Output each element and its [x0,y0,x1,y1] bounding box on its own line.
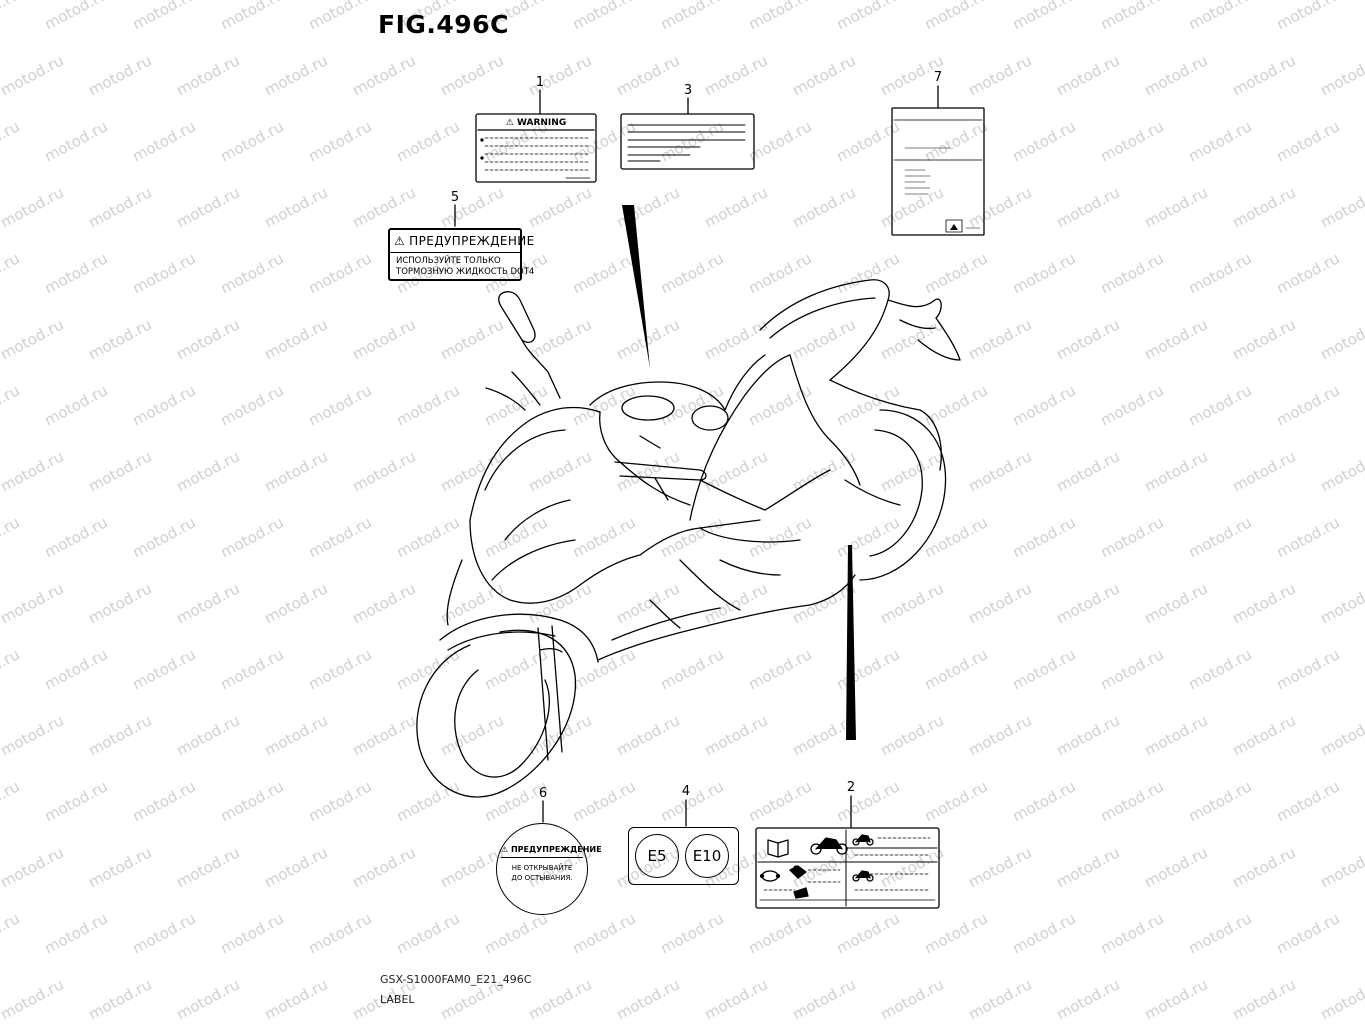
info-label-7 [891,107,985,236]
callout-7: 7 [933,70,943,85]
brake-fluid-label-line-2: ТОРМОЗНУЮ ЖИДКОСТЬ DOT4 [396,267,535,277]
info-label-3 [620,113,755,170]
manual-book-icon [767,839,789,858]
warning-label-header: ⚠ WARNING [505,118,567,128]
brake-fluid-label-header: ⚠ ПРЕДУПРЕЖДЕНИЕ [390,230,534,253]
radiator-cap-label-title: ПРЕДУПРЕЖДЕНИЕ [510,845,602,854]
fuel-e10-badge: E10 [685,834,729,878]
warning-label [475,113,597,183]
info-label-2 [755,827,940,909]
figure-code: GSX-S1000FAM0_E21_496C [380,973,532,986]
rear-wheel-inner [869,429,923,557]
figure-caption: LABEL [380,993,415,1006]
callout-6: 6 [538,786,548,801]
front-wheel [416,629,577,798]
front-wheel-inner [454,669,550,778]
leader-wedge-3 [622,205,650,368]
warning-triangle-icon: ⚠ [394,234,406,248]
radiator-cap-label: ⚠ ПРЕДУПРЕЖДЕНИЕ НЕ ОТКРЫВАЙТЕ ДО ОСТЫВА… [496,823,602,915]
fuel-grade-label: E5 E10 [628,827,739,885]
fuel-e5-badge: E5 [635,834,679,878]
motorcycle-icon [810,837,848,855]
leader-wedge-2 [846,545,856,740]
brake-fluid-label-line-1: ИСПОЛЬЗУЙТЕ ТОЛЬКО [396,256,501,266]
callout-2: 2 [846,780,856,795]
rear-wheel [859,409,947,581]
radiator-cap-label-line-1: НЕ ОТКРЫВАЙТЕ [511,864,573,872]
brake-fluid-label-title: ПРЕДУПРЕЖДЕНИЕ [409,234,535,248]
motorcycle-small-icon [852,834,874,846]
radiator-cap-label-header: ⚠ ПРЕДУПРЕЖДЕНИЕ [501,845,602,858]
callout-5: 5 [450,190,460,205]
motorcycle-right-icon [852,870,874,882]
warning-triangle-icon: ⚠ [501,845,509,854]
figure-title: FIG.496C [378,10,509,39]
rider-icon [789,865,809,899]
callout-3: 3 [683,83,693,98]
radiator-cap-label-line-2: ДО ОСТЫВАНИЯ. [511,874,573,882]
callout-4: 4 [681,784,691,799]
motorcycle-outline [416,279,961,798]
callout-1: 1 [535,75,545,90]
brake-fluid-label: ⚠ ПРЕДУПРЕЖДЕНИЕ ИСПОЛЬЗУЙТЕ ТОЛЬКО ТОРМ… [388,228,535,281]
chain-icon [759,870,781,882]
